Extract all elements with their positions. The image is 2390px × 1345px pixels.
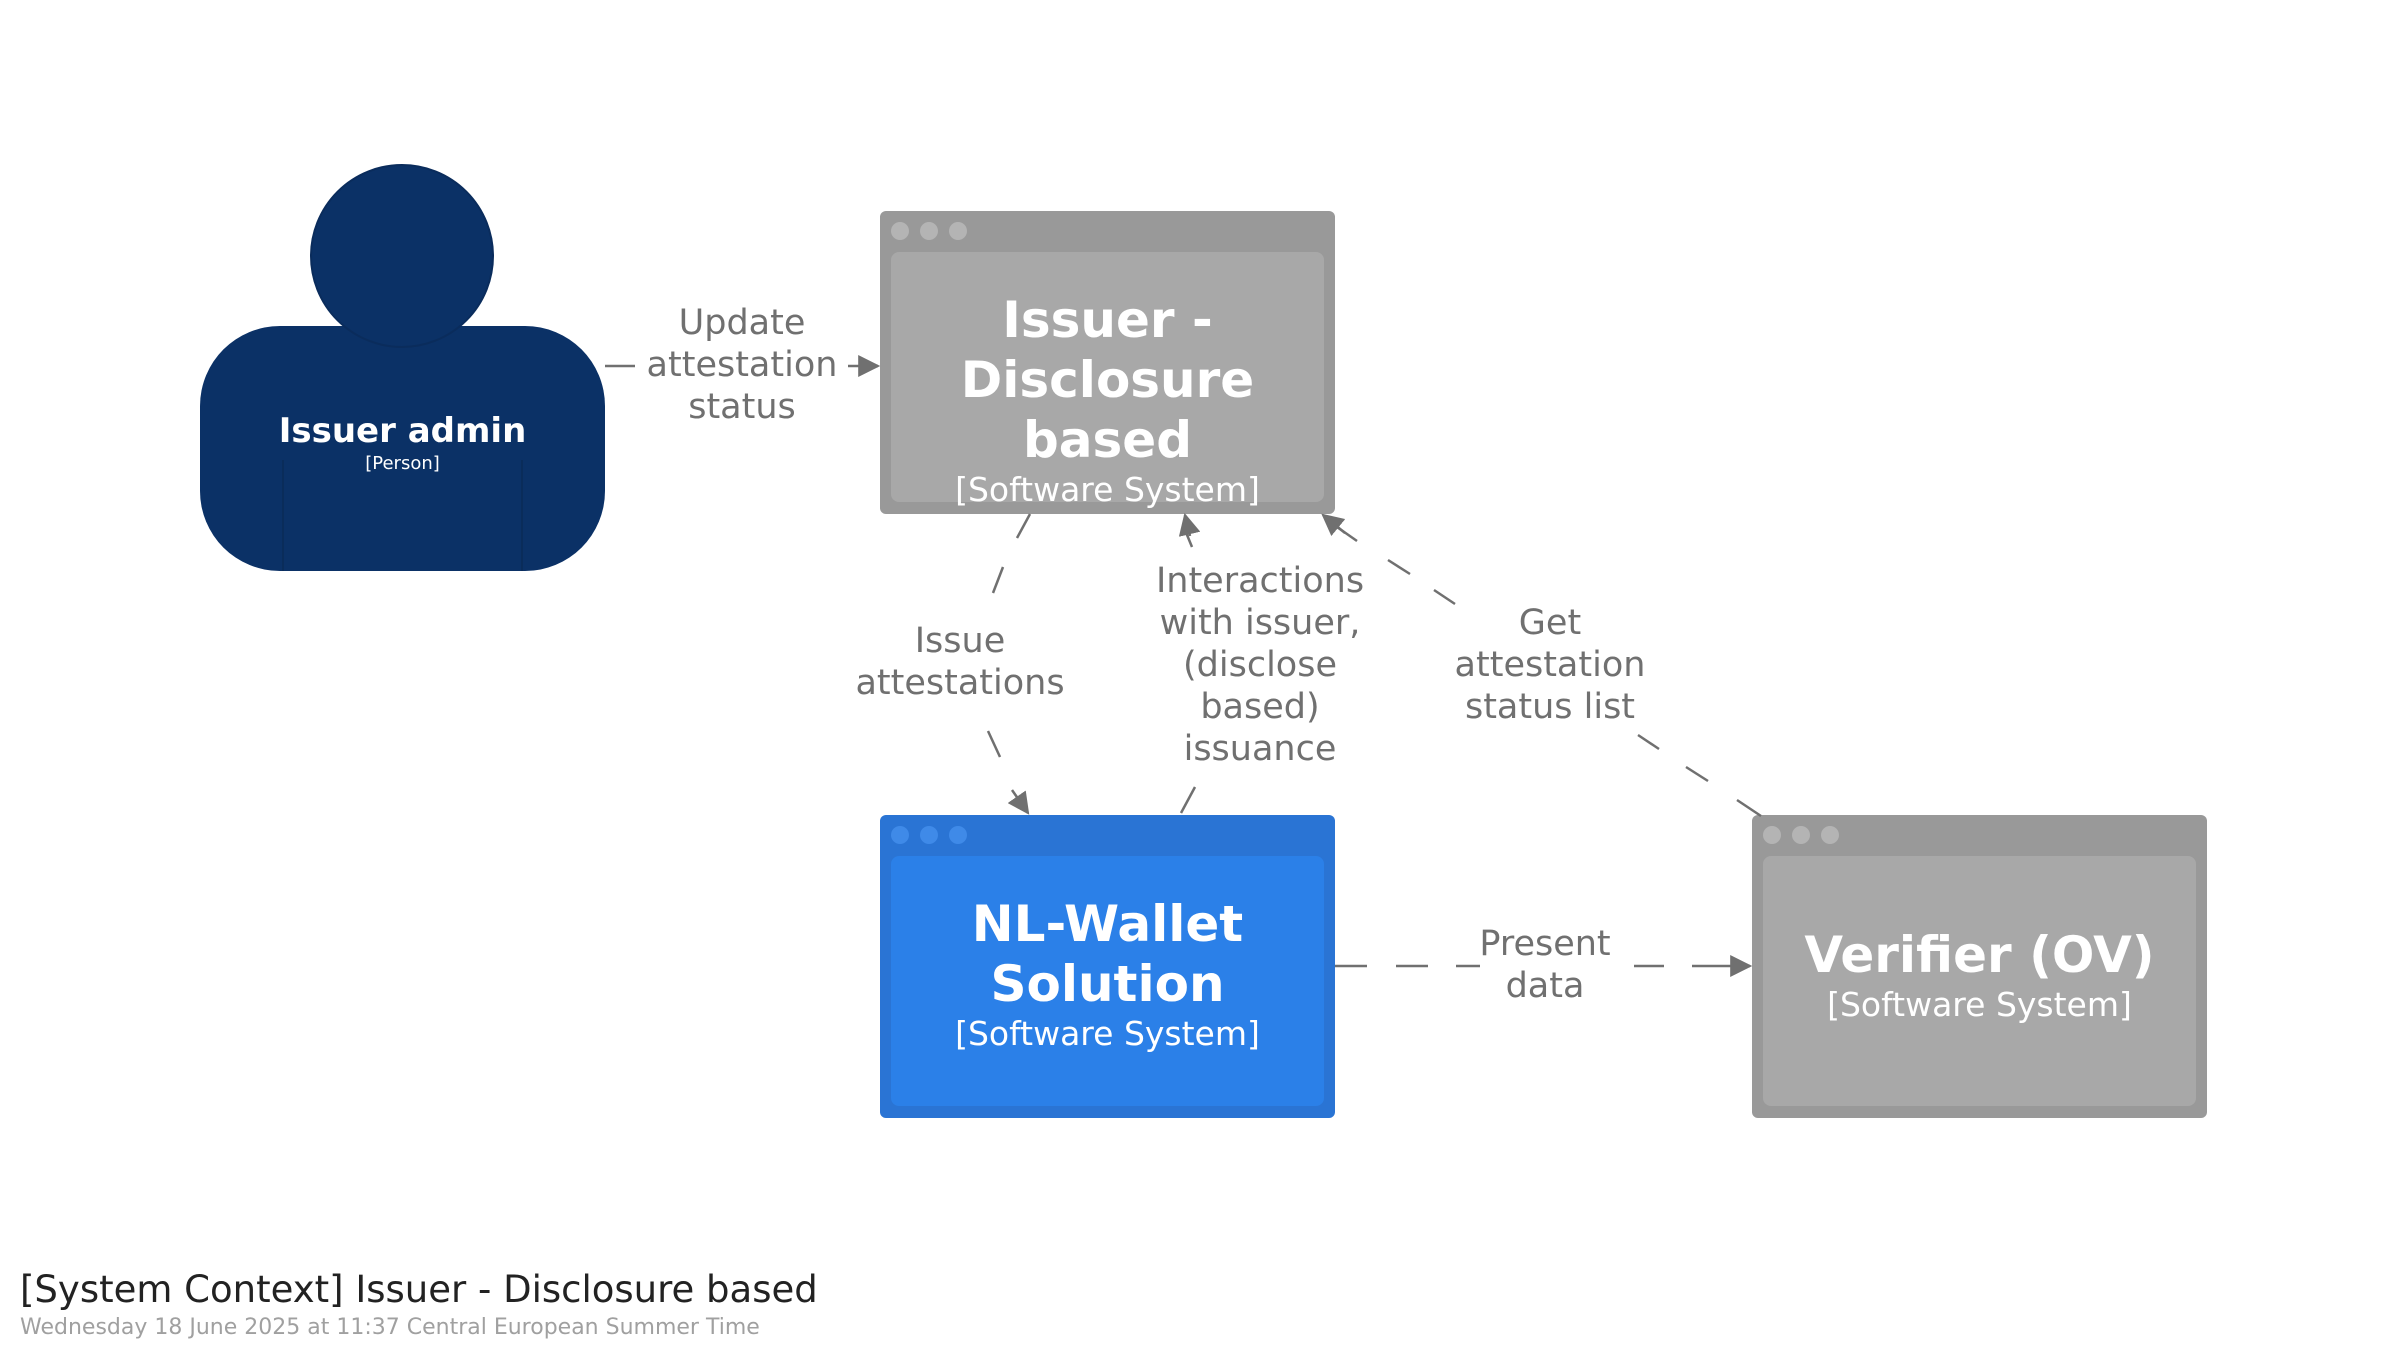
relationship-label-interactions: Interactions with issuer, (disclose base… (1155, 561, 1365, 769)
relationship-line (1179, 786, 1197, 814)
window-dot-icon (949, 222, 967, 240)
diagram-timestamp: Wednesday 18 June 2025 at 11:37 Central … (20, 1315, 760, 1340)
relationship-label-issue-attestations: Issue attestations (855, 621, 1065, 703)
relationship-line (991, 566, 1005, 594)
window-dot-icon (1792, 826, 1810, 844)
verifier-system-text: Verifier (OV) [Software System] (1763, 925, 2196, 1025)
issuer-admin-name: Issuer admin (278, 411, 527, 451)
wallet-system-box[interactable] (880, 815, 1335, 1118)
verifier-system-name: Verifier (OV) (1804, 926, 2155, 984)
relationship-get-status-list[interactable] (1321, 513, 1762, 818)
window-dot-icon (1821, 826, 1839, 844)
wallet-system-name: NL-Wallet Solution (971, 895, 1244, 1013)
relationship-interactions[interactable] (1178, 512, 1201, 814)
relationship-line (1321, 513, 1346, 537)
issuer-system-type: [Software System] (955, 470, 1260, 509)
issuer-admin-person-shape[interactable] (200, 164, 605, 571)
relationship-line (1015, 513, 1032, 539)
issuer-system-panel (891, 252, 1324, 502)
relationship-line (1007, 789, 1030, 815)
window-dot-icon (891, 222, 909, 240)
relationship-line (1736, 798, 1762, 818)
relationship-issue-attestations[interactable] (986, 513, 1032, 815)
relationship-line (986, 730, 1002, 758)
wallet-system-type: [Software System] (955, 1014, 1260, 1053)
person-body (200, 326, 605, 571)
relationship-line (1433, 588, 1456, 606)
relationship-line (1637, 733, 1660, 751)
relationship-line (1387, 558, 1411, 576)
issuer-system-box[interactable] (880, 211, 1335, 514)
issuer-admin-type: [Person] (365, 453, 440, 474)
relationship-label-update-status: Update attestation status (646, 303, 838, 427)
window-dot-icon (920, 222, 938, 240)
diagram-title: [System Context] Issuer - Disclosure bas… (20, 1268, 818, 1311)
relationship-label-get-status-list: Get attestation status list (1454, 603, 1646, 727)
relationship-label-present-data: Present data (1479, 924, 1611, 1006)
issuer-admin-text: Issuer admin [Person] (200, 410, 605, 476)
issuer-system-text: Issuer - Disclosure based [Software Syst… (891, 290, 1324, 510)
window-dot-icon (1763, 826, 1781, 844)
window-dot-icon (920, 826, 938, 844)
relationship-line (1178, 512, 1201, 537)
verifier-system-type: [Software System] (1827, 985, 2132, 1024)
verifier-system-panel (1763, 856, 2196, 1106)
window-dot-icon (891, 826, 909, 844)
person-head (310, 164, 494, 348)
verifier-system-box[interactable] (1752, 815, 2207, 1118)
wallet-system-panel (891, 856, 1324, 1106)
issuer-system-name: Issuer - Disclosure based (960, 291, 1255, 469)
relationship-line (1685, 765, 1709, 783)
window-dot-icon (949, 826, 967, 844)
wallet-system-text: NL-Wallet Solution [Software System] (891, 894, 1324, 1054)
